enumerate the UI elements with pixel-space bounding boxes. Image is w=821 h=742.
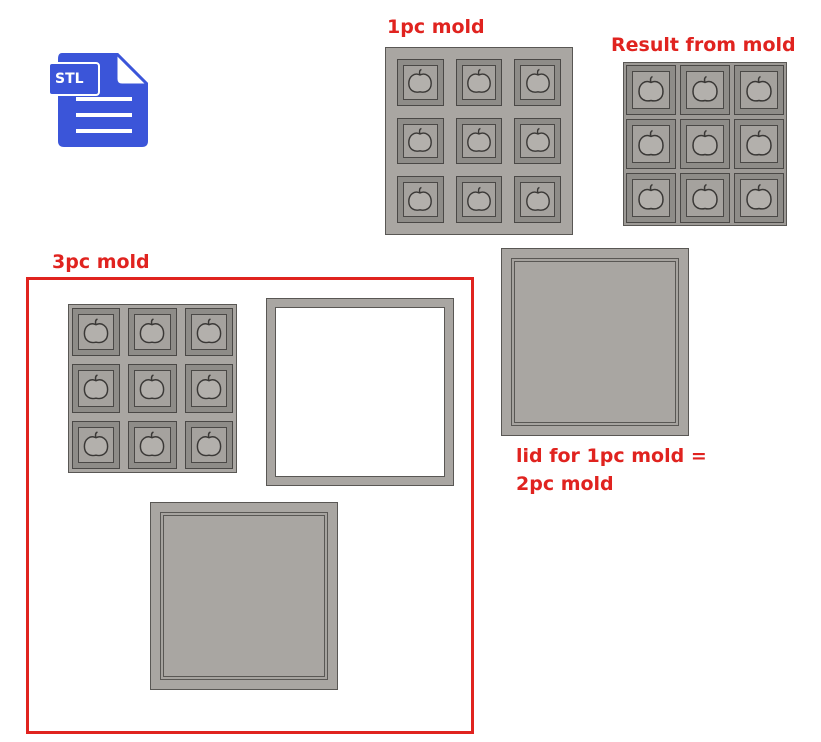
mold-cell <box>397 117 444 165</box>
three-pc-lid-inner <box>160 512 328 680</box>
mold-cell <box>734 65 784 115</box>
mold-cell <box>397 176 444 223</box>
pumpkin-icon <box>525 186 550 211</box>
cell-recess <box>740 125 778 163</box>
cell-recess <box>403 182 438 217</box>
pumpkin-icon <box>746 183 772 210</box>
cell-recess <box>461 65 497 100</box>
mold-cell <box>455 176 503 223</box>
cell-recess <box>78 426 115 463</box>
pumpkin-icon <box>83 318 109 344</box>
mold-cell <box>514 59 561 106</box>
mold-cell <box>397 59 444 106</box>
pumpkin-icon <box>467 186 491 211</box>
pumpkin-icon <box>467 69 491 94</box>
cell-recess <box>403 123 438 159</box>
cell-recess <box>461 182 497 217</box>
lid-2pc-inner <box>511 258 679 426</box>
cell-recess <box>632 71 670 109</box>
cell-recess <box>78 370 115 407</box>
label-lid-line1: lid for 1pc mold = <box>516 445 707 467</box>
cell-recess <box>190 314 227 351</box>
mold-cell <box>734 119 784 169</box>
mold-result <box>623 62 787 226</box>
mold-cell <box>72 308 121 357</box>
pumpkin-icon <box>746 75 772 102</box>
cell-recess <box>520 182 555 217</box>
stl-tag: STL <box>48 62 100 96</box>
mold-cell <box>184 420 233 469</box>
pumpkin-icon <box>525 127 550 152</box>
mold-cell <box>455 59 503 106</box>
mold-cell <box>184 308 233 357</box>
mold-cell <box>514 176 561 223</box>
pumpkin-icon <box>692 129 718 156</box>
pumpkin-icon <box>638 129 664 156</box>
mold-cell <box>680 119 730 169</box>
mold-cell <box>626 119 676 169</box>
three-pc-lid <box>150 502 338 690</box>
mold-cell <box>72 420 121 469</box>
label-3pc-mold: 3pc mold <box>52 251 150 273</box>
mold-cell <box>72 364 121 413</box>
three-pc-frame <box>266 298 454 486</box>
mold-cell <box>128 308 177 357</box>
pumpkin-icon <box>408 69 433 94</box>
pumpkin-icon <box>196 431 222 457</box>
mold-cell <box>514 117 561 165</box>
cell-recess <box>134 314 171 351</box>
cell-recess <box>190 426 227 463</box>
pumpkin-icon <box>638 183 664 210</box>
cell-recess <box>632 179 670 217</box>
cell-recess <box>134 370 171 407</box>
lid-2pc <box>501 248 689 436</box>
cell-recess <box>520 123 555 159</box>
pumpkin-icon <box>140 318 165 344</box>
mold-cell <box>455 117 503 165</box>
cell-recess <box>740 71 778 109</box>
cell-recess <box>686 71 724 109</box>
mold-cell <box>184 364 233 413</box>
pumpkin-icon <box>140 431 165 457</box>
cell-recess <box>740 179 778 217</box>
label-lid-line2: 2pc mold <box>516 473 614 495</box>
three-pc-lid-surface <box>163 515 325 677</box>
mold-cell <box>626 173 676 223</box>
cell-recess <box>78 314 115 351</box>
cell-recess <box>403 65 438 100</box>
pumpkin-icon <box>83 374 109 400</box>
pumpkin-icon <box>196 318 222 344</box>
cell-recess <box>461 123 497 159</box>
pumpkin-icon <box>692 183 718 210</box>
pumpkin-icon <box>746 129 772 156</box>
pumpkin-icon <box>467 127 491 152</box>
one-pc-mold <box>385 47 573 235</box>
cell-recess <box>520 65 555 100</box>
cell-recess <box>686 125 724 163</box>
label-result-from-mold: Result from mold <box>611 34 796 56</box>
cell-recess <box>632 125 670 163</box>
label-1pc-mold: 1pc mold <box>387 16 485 38</box>
mold-cell <box>734 173 784 223</box>
pumpkin-icon <box>408 127 433 152</box>
three-pc-tray <box>68 304 237 473</box>
frame-opening <box>275 307 445 477</box>
pumpkin-icon <box>692 75 718 102</box>
lid-2pc-surface <box>514 261 676 423</box>
three-pc-mold-box <box>26 277 474 734</box>
mold-cell <box>680 173 730 223</box>
mold-cell <box>626 65 676 115</box>
mold-cell <box>128 420 177 469</box>
cell-recess <box>190 370 227 407</box>
cell-recess <box>134 426 171 463</box>
pumpkin-icon <box>196 374 222 400</box>
cell-recess <box>686 179 724 217</box>
pumpkin-icon <box>140 374 165 400</box>
mold-cell <box>128 364 177 413</box>
mold-cell <box>680 65 730 115</box>
pumpkin-icon <box>638 75 664 102</box>
pumpkin-icon <box>408 186 433 211</box>
pumpkin-icon <box>525 69 550 94</box>
pumpkin-icon <box>83 431 109 457</box>
